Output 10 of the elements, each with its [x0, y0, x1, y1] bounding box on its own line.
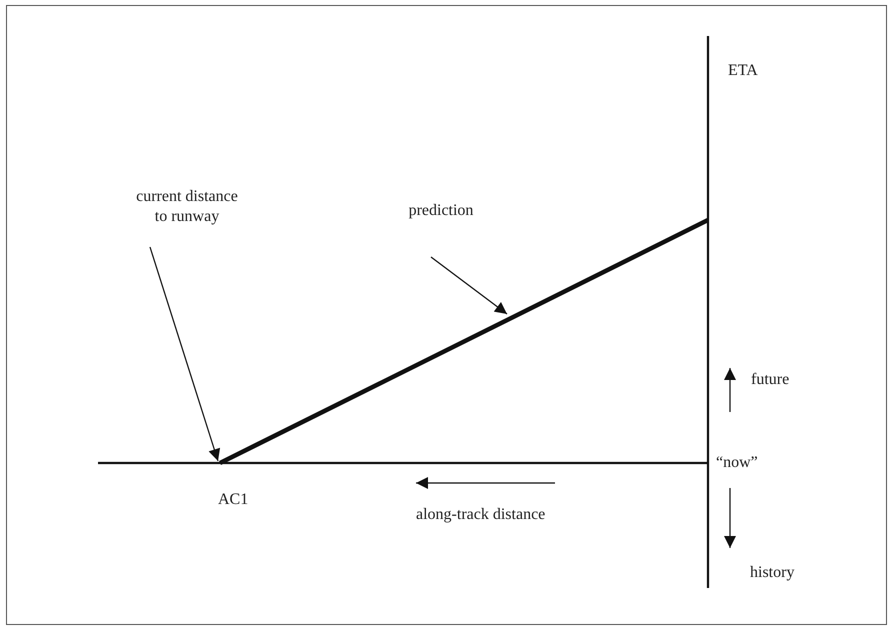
leader-line — [149, 246, 220, 462]
axis-label: history — [750, 563, 794, 583]
callout-text: prediction — [396, 201, 486, 257]
leader-line — [430, 256, 508, 314]
callout-text: current distance to runway — [128, 187, 246, 247]
axis-label: “now” — [716, 453, 758, 473]
axis-label: ETA — [728, 61, 758, 81]
axis-label: AC1 — [218, 490, 248, 510]
axis-label: along-track distance — [416, 505, 546, 525]
axis-label: future — [751, 370, 790, 390]
